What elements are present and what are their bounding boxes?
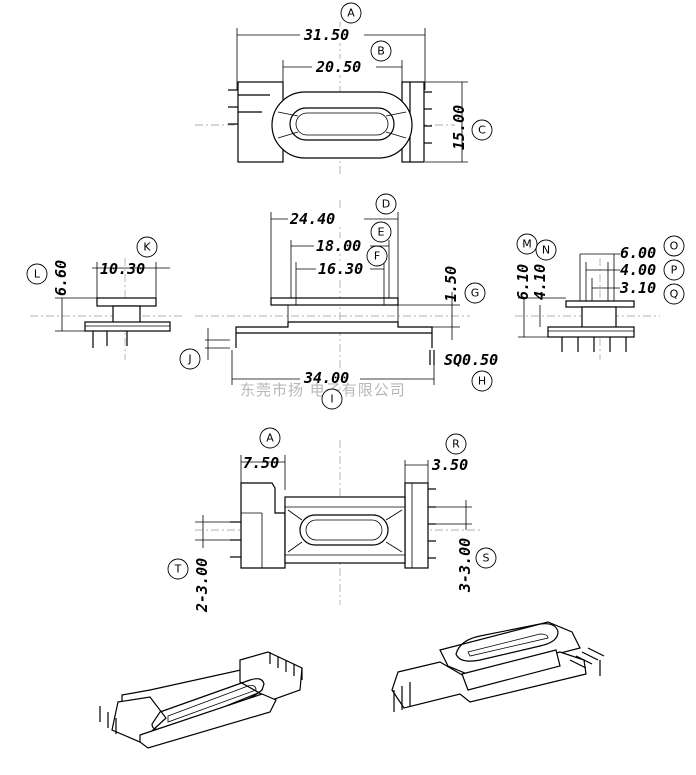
label-C: C bbox=[471, 119, 493, 141]
label-text: J bbox=[187, 353, 191, 366]
dim-right-n: 4.10 bbox=[531, 264, 549, 300]
dim-front-e: 18.00 bbox=[316, 237, 361, 255]
dim-front-d: 24.40 bbox=[289, 210, 335, 228]
label-G: G bbox=[464, 282, 486, 304]
label-text: R bbox=[452, 438, 460, 451]
isometric-view-right bbox=[391, 621, 605, 712]
label-B: B bbox=[370, 40, 392, 62]
label-text: S bbox=[483, 552, 490, 565]
dim-front-f: 16.30 bbox=[318, 260, 363, 278]
isometric-view-left bbox=[99, 651, 303, 749]
label-A-bottom: A bbox=[259, 427, 281, 449]
label-R: R bbox=[445, 433, 467, 455]
label-text: C bbox=[478, 124, 486, 137]
label-F: F bbox=[366, 245, 388, 267]
dim-front-total: 34.00 bbox=[303, 369, 349, 387]
dim-top-height: 15.00 bbox=[450, 105, 468, 150]
label-I: I bbox=[321, 388, 343, 410]
label-N: N bbox=[535, 239, 557, 261]
dim-top-inner: 20.50 bbox=[315, 58, 361, 76]
label-text: G bbox=[471, 287, 480, 300]
right-view bbox=[515, 253, 660, 360]
dim-pin-square: SQ0.50 bbox=[444, 351, 498, 369]
dim-side-height: 6.60 bbox=[52, 260, 70, 296]
label-M: M bbox=[516, 233, 538, 255]
watermark-text: 东莞市扬 电子有限公司 bbox=[240, 381, 406, 399]
label-text: Q bbox=[670, 288, 679, 301]
label-text: O bbox=[670, 240, 679, 253]
label-H: H bbox=[471, 370, 493, 392]
dim-pitch-left: 2-3.00 bbox=[193, 558, 211, 613]
label-text: F bbox=[374, 250, 380, 263]
label-T: T bbox=[167, 558, 189, 580]
label-Q: Q bbox=[663, 283, 685, 305]
front-view bbox=[195, 200, 470, 405]
label-text: H bbox=[478, 375, 486, 388]
dim-top-width: 31.50 bbox=[303, 26, 349, 44]
label-E: E bbox=[370, 221, 392, 243]
label-text: I bbox=[330, 393, 333, 406]
label-text: D bbox=[382, 198, 390, 211]
label-text: A bbox=[347, 7, 355, 20]
label-text: M bbox=[522, 238, 532, 251]
label-text: B bbox=[377, 45, 385, 58]
label-text: P bbox=[671, 264, 678, 277]
dim-bottom-right: 3.50 bbox=[431, 456, 468, 474]
label-text: L bbox=[34, 268, 41, 281]
dim-right-p: 4.00 bbox=[620, 261, 656, 279]
label-K: K bbox=[136, 236, 158, 258]
dim-pitch-right: 3-3.00 bbox=[456, 538, 474, 593]
label-S: S bbox=[475, 547, 497, 569]
top-view bbox=[195, 22, 468, 175]
dim-right-m: 6.10 bbox=[514, 264, 532, 300]
label-text: A bbox=[266, 432, 274, 445]
label-text: N bbox=[542, 244, 550, 257]
label-O: O bbox=[663, 235, 685, 257]
dim-bottom-left: 7.50 bbox=[243, 454, 279, 472]
label-J: J bbox=[179, 348, 201, 370]
label-text: E bbox=[378, 226, 385, 239]
label-L: L bbox=[26, 263, 48, 285]
label-D: D bbox=[375, 193, 397, 215]
bottom-view bbox=[195, 440, 480, 605]
dim-front-g: 1.50 bbox=[442, 266, 460, 302]
label-text: T bbox=[174, 563, 182, 576]
dim-right-o: 6.00 bbox=[620, 244, 656, 262]
dim-right-q: 3.10 bbox=[619, 279, 656, 297]
dim-side-width: 10.30 bbox=[100, 260, 145, 278]
label-A-top: A bbox=[340, 2, 362, 24]
side-view-left bbox=[30, 258, 185, 360]
label-text: K bbox=[143, 241, 151, 254]
label-P: P bbox=[663, 259, 685, 281]
